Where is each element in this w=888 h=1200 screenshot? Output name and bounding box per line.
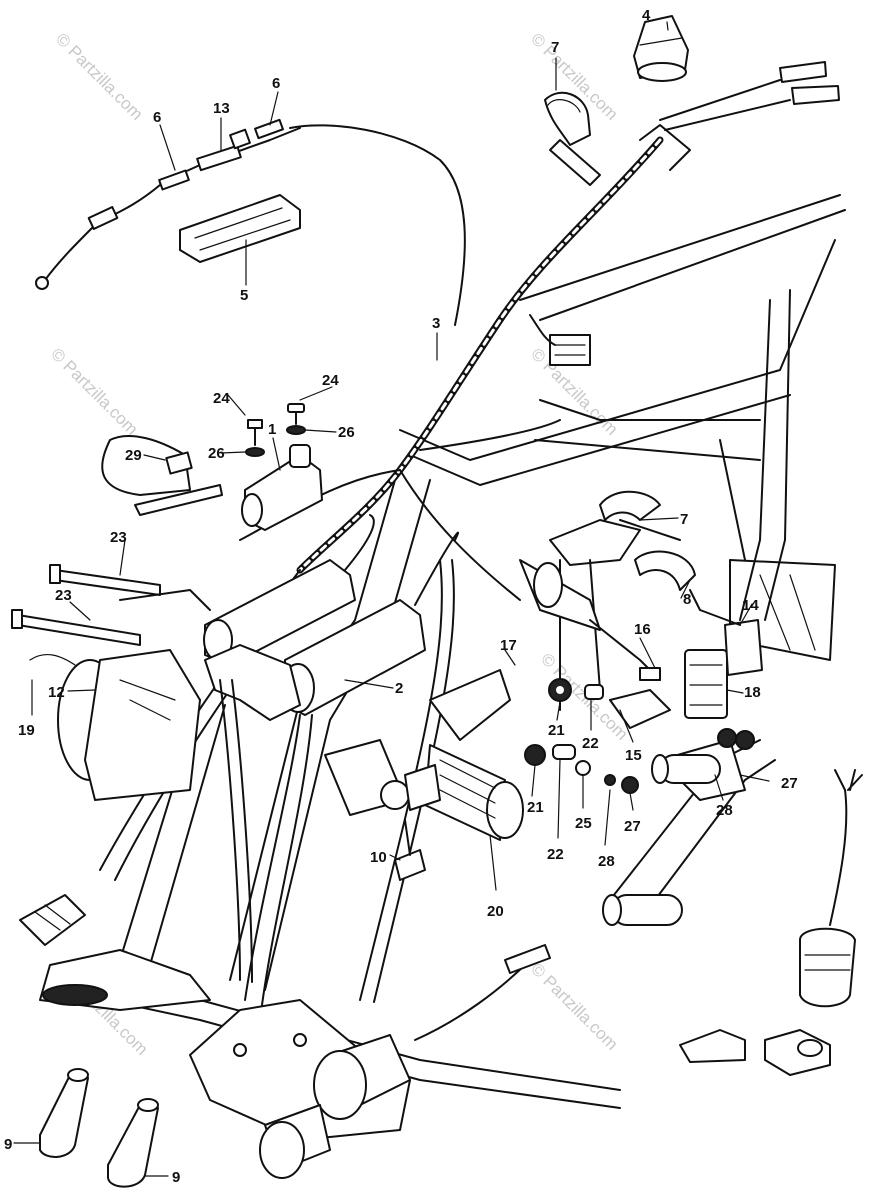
callout-3-left: 9 <box>4 1136 12 1153</box>
callout-26-lower: 27 <box>624 818 641 835</box>
callout-16: 16 <box>634 621 651 638</box>
watermarks: © Partzilla.com © Partzilla.com © Partzi… <box>47 29 631 1058</box>
bolts-25-27 <box>245 403 306 457</box>
callout-26-right: 27 <box>781 775 798 792</box>
callout-19: 20 <box>487 903 504 920</box>
condenser <box>799 769 863 1008</box>
callout-24-bottom: 23 <box>55 587 72 604</box>
callout-15: 15 <box>625 747 642 764</box>
part-1-starter-relay <box>241 444 323 531</box>
callout-20: 19 <box>18 722 35 739</box>
main-wiring-harness <box>19 61 840 946</box>
callout-2: 2 <box>395 680 403 697</box>
callout-24-top: 23 <box>110 529 127 546</box>
watermark-2: © Partzilla.com <box>47 344 141 438</box>
callout-17: 17 <box>500 637 517 654</box>
part-6-fuse-holder <box>35 184 301 290</box>
part-3-plug-caps <box>39 1068 159 1188</box>
watermark-8: © Partzilla.com <box>527 959 621 1053</box>
leader-lines <box>13 21 770 1177</box>
callout-9: 8 <box>683 591 691 608</box>
callout-21-upper: 21 <box>548 722 565 739</box>
callout-22-lower: 22 <box>547 846 564 863</box>
callout-8-right: 7 <box>680 511 688 528</box>
callout-25-left: 24 <box>213 390 230 407</box>
callout-8-top: 7 <box>551 39 559 56</box>
callout-4: 3 <box>432 315 440 332</box>
part-29-band <box>101 434 223 516</box>
part-15-bracket <box>519 559 671 729</box>
part-2-ignition-coils <box>203 514 459 1006</box>
callout-10: 10 <box>370 849 387 866</box>
callout-labels: 5 6 13 6 7 4 3 1 24 24 26 26 29 23 23 12… <box>4 7 798 1186</box>
callout-18: 18 <box>744 684 761 701</box>
nuts-26-28 <box>717 728 755 750</box>
part-18-rectifier <box>684 619 763 719</box>
part-19-regulator <box>424 669 524 841</box>
callout-27-left: 26 <box>208 445 225 462</box>
part-10-switch <box>324 739 441 881</box>
washers-21-22 <box>524 678 639 794</box>
callout-7-left: 6 <box>153 109 161 126</box>
callout-1: 1 <box>268 421 276 438</box>
watermark-1: © Partzilla.com <box>52 29 146 123</box>
bottom-center-caps <box>259 944 551 1179</box>
part-12-horn <box>29 589 211 801</box>
callout-25-right: 24 <box>322 372 339 389</box>
callout-13: 13 <box>213 100 230 117</box>
callout-7-right: 6 <box>272 75 280 92</box>
part-13-fuse <box>158 118 301 191</box>
callout-12: 12 <box>48 684 65 701</box>
part-8-9-clamps <box>599 490 741 626</box>
callout-3-right: 9 <box>172 1169 180 1186</box>
callout-27-right: 26 <box>338 424 355 441</box>
callout-23: 25 <box>575 815 592 832</box>
callout-22-upper: 22 <box>582 735 599 752</box>
part-24-bolts <box>11 564 161 646</box>
callout-28-right: 28 <box>716 802 733 819</box>
callout-21-lower: 21 <box>527 799 544 816</box>
callout-29: 29 <box>125 447 142 464</box>
callout-14: 14 <box>742 597 759 614</box>
callout-28-lower: 28 <box>598 853 615 870</box>
part-5-rubber-boot <box>633 15 689 82</box>
right-bottom-brackets <box>679 1029 831 1076</box>
part-8-clamp-top <box>544 91 601 186</box>
callout-5: 4 <box>642 7 651 24</box>
callout-6: 5 <box>240 287 248 304</box>
